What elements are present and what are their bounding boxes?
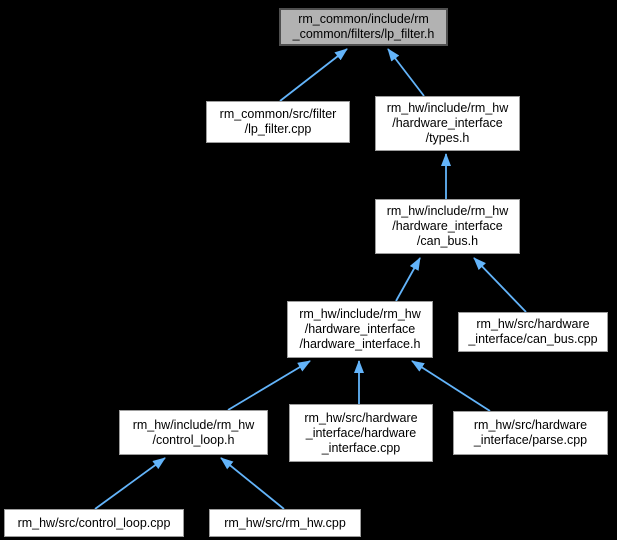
node-lp-filter-h: rm_common/include/rm _common/filters/lp_…	[279, 8, 448, 46]
node-label: rm_hw/src/hardware _interface/hardware _…	[304, 410, 418, 455]
node-label: rm_hw/src/hardware _interface/can_bus.cp…	[468, 317, 598, 346]
node-label: rm_hw/src/hardware _interface/parse.cpp	[473, 418, 588, 447]
node-hardware-interface-h[interactable]: rm_hw/include/rm_hw /hardware_interface …	[287, 301, 433, 358]
edge-types_h-to-lp_filter_h	[387, 48, 425, 97]
edge-can_bus_cpp-to-can_bus_h	[473, 257, 527, 313]
node-label: rm_hw/include/rm_hw /hardware_interface …	[386, 204, 509, 248]
edge-rm_hw_cpp-to-control_loop_h	[220, 457, 285, 510]
node-lp-filter-cpp[interactable]: rm_common/src/filter /lp_filter.cpp	[206, 101, 350, 143]
edge-parse_cpp-to-hardware_interface_h	[411, 360, 491, 412]
node-rm-hw-cpp[interactable]: rm_hw/src/rm_hw.cpp	[209, 509, 361, 537]
node-types-h[interactable]: rm_hw/include/rm_hw /hardware_interface …	[375, 96, 520, 151]
node-label: rm_common/src/filter /lp_filter.cpp	[219, 107, 337, 136]
node-label: rm_hw/include/rm_hw /hardware_interface …	[386, 101, 509, 145]
node-control-loop-cpp[interactable]: rm_hw/src/control_loop.cpp	[4, 509, 184, 537]
node-label: rm_hw/include/rm_hw /hardware_interface …	[299, 307, 421, 351]
node-label: rm_hw/src/rm_hw.cpp	[224, 515, 346, 530]
edge-lp_filter_cpp-to-lp_filter_h	[279, 48, 348, 102]
node-can-bus-cpp[interactable]: rm_hw/src/hardware _interface/can_bus.cp…	[458, 312, 608, 352]
node-control-loop-h[interactable]: rm_hw/include/rm_hw /control_loop.h	[119, 410, 268, 455]
node-hardware-interface-cpp[interactable]: rm_hw/src/hardware _interface/hardware _…	[289, 404, 433, 462]
node-label: rm_hw/include/rm_hw /control_loop.h	[132, 417, 255, 447]
edge-hardware_interface_h-to-can_bus_h	[395, 257, 421, 302]
node-parse-cpp[interactable]: rm_hw/src/hardware _interface/parse.cpp	[453, 411, 608, 455]
node-label: rm_hw/src/control_loop.cpp	[17, 515, 171, 530]
edge-control_loop_cpp-to-control_loop_h	[94, 457, 166, 510]
node-can-bus-h[interactable]: rm_hw/include/rm_hw /hardware_interface …	[375, 199, 520, 254]
edge-control_loop_h-to-hardware_interface_h	[227, 360, 311, 411]
node-label: rm_common/include/rm _common/filters/lp_…	[292, 12, 435, 41]
